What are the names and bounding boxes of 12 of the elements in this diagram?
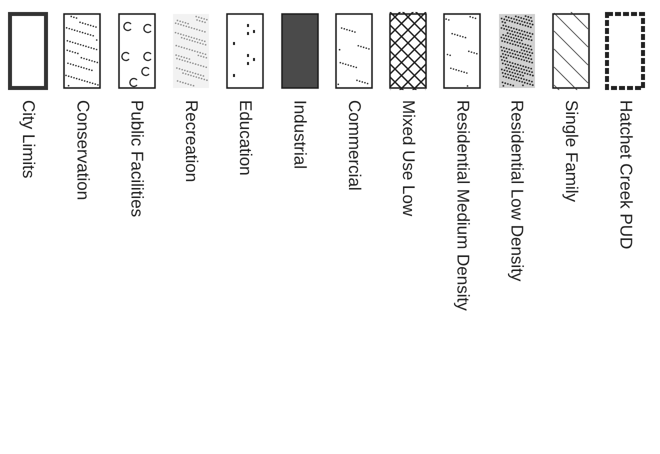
legend-label: Industrial <box>290 100 310 169</box>
legend-label: Recreation <box>180 100 201 182</box>
legend-label: Public Facilities <box>126 100 147 218</box>
legend-label: Residential Low Density <box>506 100 527 282</box>
legend-label: Residential Medium Density <box>452 100 472 311</box>
legend-label: Commercial <box>344 100 364 191</box>
legend-label: Hatchet Creek PUD <box>615 100 636 250</box>
legend-label: Education <box>235 100 256 176</box>
legend-label: Conservation <box>72 100 92 200</box>
legend-label: Single Family <box>561 100 581 202</box>
legend-label: City Limits <box>18 100 38 178</box>
legend-label: Mixed Use Low <box>398 100 418 216</box>
